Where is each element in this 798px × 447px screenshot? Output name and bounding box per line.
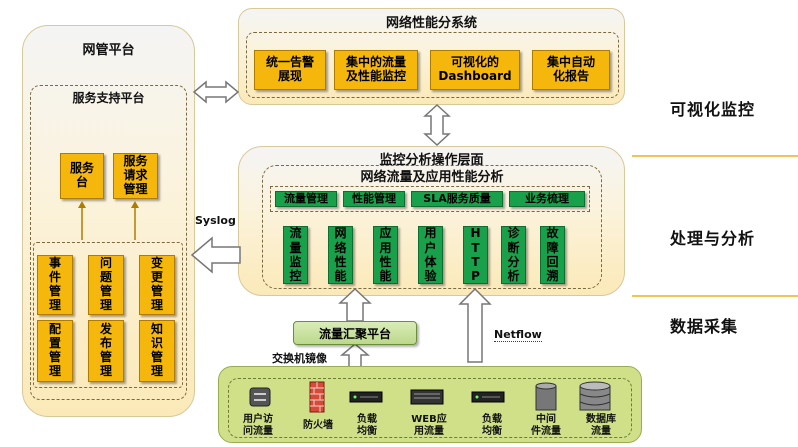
centralized-monitoring-box: 集中的流量 及性能监控 [334,50,418,90]
user-experience-column: 用 户 体 验 [418,226,443,284]
network-performance-title: 网络性能分系统 [385,16,477,31]
incident-mgmt-box: 事 件 管 理 [37,255,73,315]
service-support-panel [30,85,187,400]
double-arrow-horizontal [192,80,240,104]
netflow-up-arrow [458,287,492,363]
layer-divider-1 [632,155,798,157]
performance-mgmt-box: 性能管理 [343,191,405,207]
netflow-label: Netflow [494,328,542,342]
firewall-icon [309,381,325,413]
traffic-mgmt-box: 流量管理 [275,191,337,207]
service-request-box: 服务 请求 管理 [113,153,158,199]
source-load-balancer-1: 负载 均衡 [357,414,377,437]
source-load-balancer-2: 负载 均衡 [482,414,502,437]
source-middleware: 中间 件流量 [531,414,561,437]
problem-mgmt-box: 问 题 管 理 [88,255,124,315]
mirror-up-arrow [339,343,371,369]
traffic-monitor-column: 流 量 监 控 [283,226,308,284]
release-mgmt-box: 发 布 管 理 [88,320,124,382]
network-performance-inner [246,32,619,98]
layer-label-visualization: 可视化监控 [670,100,756,119]
source-database: 数据库 流量 [586,414,616,437]
layer-label-processing: 处理与分析 [670,229,756,248]
app-performance-column: 应 用 性 能 [373,226,398,284]
network-performance-column: 网 络 性 能 [328,226,353,284]
service-support-title: 服务支持平台 [72,91,145,105]
load-balancer-icon [471,391,505,403]
service-desk-box: 服务 台 [60,153,104,199]
syslog-arrow [190,236,241,274]
business-sorting-box: 业务梳理 [509,191,585,207]
load-balancer-icon [349,391,383,403]
change-mgmt-box: 变 更 管 理 [139,255,175,315]
layer-label-collection: 数据采集 [670,317,739,336]
data-source-inner [228,378,632,438]
small-up-arrows [78,201,139,240]
layer-divider-2 [632,295,798,297]
source-firewall: 防火墙 [303,420,333,431]
monitor-analysis-title: 监控分析操作层面 [379,153,484,168]
traffic-analysis-panel [262,165,602,289]
database-icon [579,381,611,411]
http-column: H T T P [463,226,488,284]
server-icon [410,389,444,405]
service-grid-panel [33,242,183,388]
aggregation-platform-box: 流量汇聚平台 [293,321,417,345]
dashboard-box: 可视化的 Dashboard [430,50,520,90]
sla-quality-box: SLA服务质量 [411,191,503,207]
aggregation-up-arrow [338,287,372,322]
diagnosis-column: 诊 断 分 析 [501,226,526,284]
traffic-analysis-title: 网络流量及应用性能分析 [360,170,504,185]
config-mgmt-box: 配 置 管 理 [37,320,73,382]
nms-platform-title: 网管平台 [82,43,135,58]
source-web-app: WEB应 用流量 [411,414,447,437]
source-user-access: 用户访 问流量 [243,414,273,437]
source-icons [249,381,611,413]
unified-alarm-box: 统一告警 展现 [254,50,326,90]
fault-backtrack-column: 故 障 回 溯 [540,226,565,284]
database-icon [535,382,557,411]
knowledge-mgmt-box: 知 识 管 理 [139,320,175,382]
switch-icon [249,387,271,407]
syslog-label: Syslog [195,214,236,227]
mirror-label: 交换机镜像 [272,352,327,365]
double-arrow-vertical [423,103,451,147]
auto-report-box: 集中自动 化报告 [532,50,610,90]
management-bar [270,186,590,212]
